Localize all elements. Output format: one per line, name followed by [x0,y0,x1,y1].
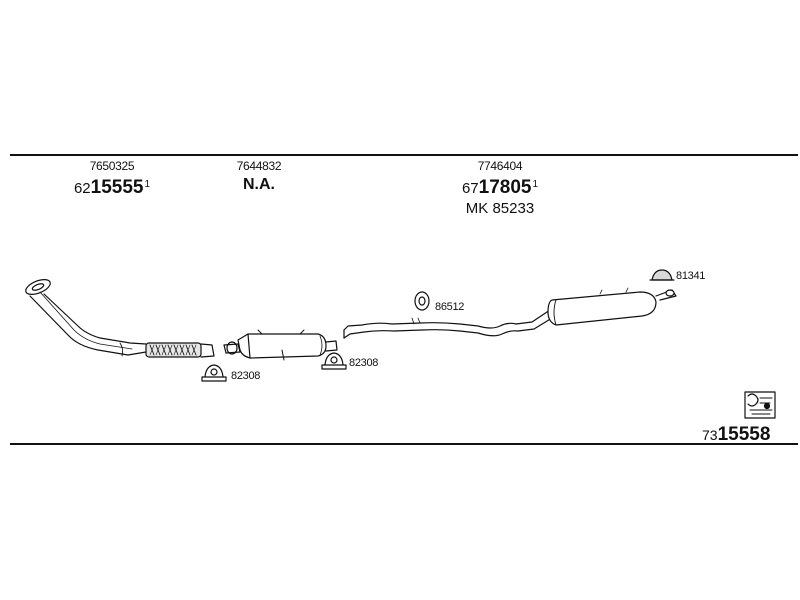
top-divider-line [10,154,798,156]
part-front-pipe-label: 7650325 62155551 [42,159,182,200]
callout-clamp-front: 82308 [231,370,261,382]
part-rear-silencer-orig-number: 7746404 [477,159,523,173]
kit-article-number: 7315558 [702,424,770,446]
callout-ring: 86512 [435,301,465,313]
article-superscript: 1 [144,179,151,190]
rubber-mount [649,269,675,281]
part-rear-silencer-mounting-kit-ref: MK 85233 [465,200,535,217]
rear-silencer [547,287,677,326]
part-rear-silencer-label: 7746404 67178051 MK 85233 [430,159,570,218]
kit-prefix: 73 [702,427,718,443]
article-main: 15555 [90,177,144,198]
rubber-ring [414,291,430,311]
article-prefix: 62 [73,180,91,197]
article-superscript: 1 [532,179,539,190]
part-middle-silencer-label: 7644832 N.A. [189,159,329,196]
middle-silencer [223,329,338,361]
kit-main: 15558 [717,424,771,445]
part-rear-silencer-article-number: 67178051 [430,174,570,200]
callout-clamp-mid: 82308 [349,357,379,369]
front-pipe [25,279,215,358]
rear-pipe [343,309,553,339]
kit-box-icon [744,391,776,419]
article-prefix: 67 [461,180,479,197]
part-front-pipe-article-number: 62155551 [42,174,182,200]
clamp-front [201,364,227,382]
part-middle-silencer-status: N.A. [243,176,275,193]
bottom-divider-line [10,443,798,445]
callout-mount: 81341 [676,270,706,282]
part-middle-silencer-orig-number: 7644832 [236,159,282,173]
clamp-mid [321,352,347,370]
article-main: 17805 [478,177,532,198]
part-front-pipe-orig-number: 7650325 [89,159,135,173]
